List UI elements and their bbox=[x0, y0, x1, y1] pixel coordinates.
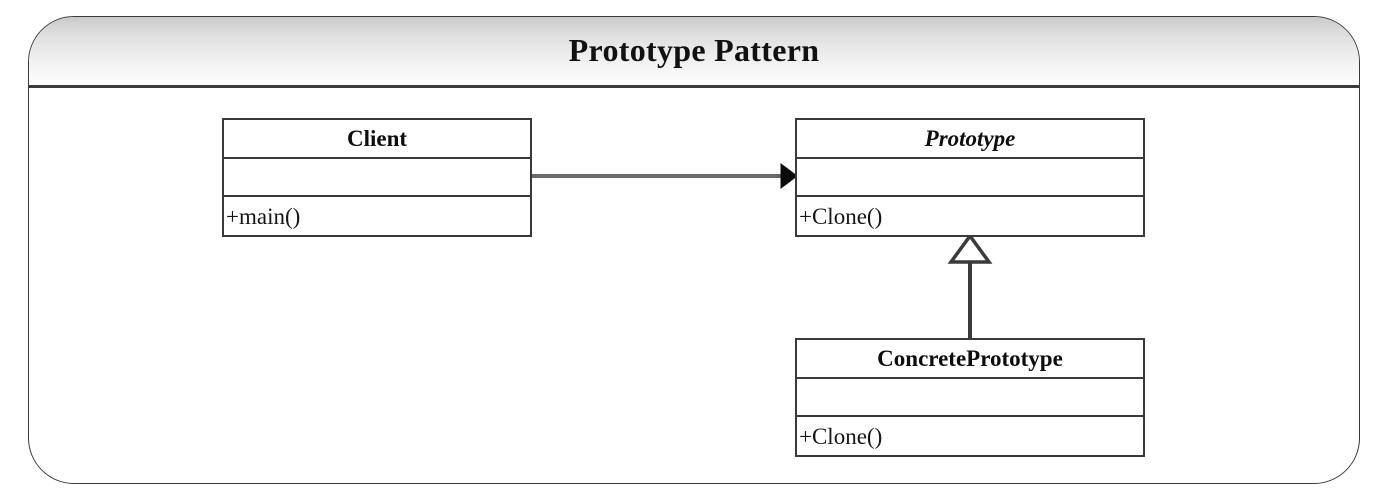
pattern-frame: Prototype Pattern bbox=[28, 16, 1360, 484]
pattern-title: Prototype Pattern bbox=[568, 31, 820, 68]
uml-class-client[interactable]: Client +main() bbox=[222, 118, 532, 237]
uml-class-prototype[interactable]: Prototype +Clone() bbox=[795, 118, 1145, 237]
uml-attributes-concrete-prototype bbox=[797, 379, 1143, 417]
uml-operation-item: +Clone() bbox=[799, 424, 883, 449]
uml-class-name-client: Client bbox=[224, 120, 530, 159]
uml-attributes-prototype bbox=[797, 159, 1143, 197]
uml-operations-prototype: +Clone() bbox=[797, 197, 1143, 236]
uml-attributes-client bbox=[224, 159, 530, 197]
uml-class-concrete-prototype[interactable]: ConcretePrototype +Clone() bbox=[795, 338, 1145, 457]
uml-operations-concrete-prototype: +Clone() bbox=[797, 417, 1143, 456]
uml-class-name-prototype: Prototype bbox=[797, 120, 1143, 159]
uml-operation-item: +Clone() bbox=[799, 204, 883, 229]
pattern-frame-titlebar: Prototype Pattern bbox=[29, 17, 1359, 88]
uml-operation-item: +main() bbox=[226, 204, 301, 229]
uml-operations-client: +main() bbox=[224, 197, 530, 236]
uml-class-name-concrete-prototype: ConcretePrototype bbox=[797, 340, 1143, 379]
